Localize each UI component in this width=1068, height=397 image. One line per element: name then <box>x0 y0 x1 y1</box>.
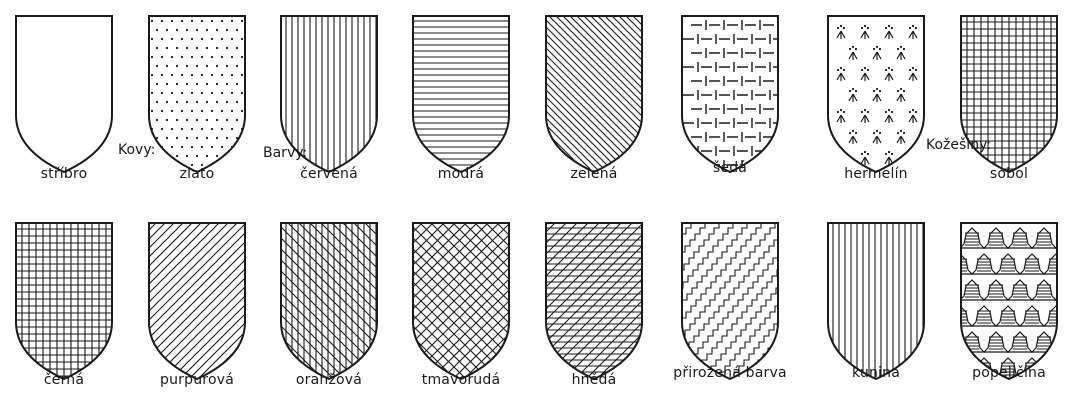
hatching-ermine <box>837 25 917 165</box>
tincture-label: šedá <box>713 160 747 176</box>
tincture-label: stříbro <box>41 166 88 182</box>
tincture-label: zlato <box>180 166 215 182</box>
shield-outline <box>16 16 112 172</box>
hatching-dots <box>151 20 243 166</box>
shield-bricks <box>681 15 779 173</box>
tincture-label: červená <box>300 166 358 182</box>
shield-dots <box>148 15 246 173</box>
shield-outline <box>413 223 509 379</box>
shield-grid <box>15 222 113 380</box>
tincture-label: modrá <box>438 166 484 182</box>
tincture-label: kunina <box>852 365 900 381</box>
shield-plain <box>15 15 113 173</box>
tincture-label: hnědá <box>572 372 617 388</box>
shield-outline <box>828 223 924 379</box>
tincture-label: oranžová <box>296 372 362 388</box>
tincture-label: tmavorudá <box>422 372 500 388</box>
shield-ermine <box>827 15 925 173</box>
shield-vertical <box>827 222 925 380</box>
shield-vair <box>960 222 1058 380</box>
shield-diagonal-up <box>148 222 246 380</box>
shield-outline <box>281 16 377 172</box>
shield-horizontal-diagonal <box>545 222 643 380</box>
shield-crosshatch <box>412 222 510 380</box>
shield-outline <box>828 16 924 172</box>
tincture-label: sobol <box>990 166 1028 182</box>
shield-grid <box>960 15 1058 173</box>
shield-diagonal-down <box>545 15 643 173</box>
tincture-label: zelená <box>570 166 617 182</box>
shield-horizontal <box>412 15 510 173</box>
tincture-label: popeličina <box>972 365 1046 381</box>
tincture-label: černá <box>44 372 84 388</box>
shield-vertical-diagonal <box>280 222 378 380</box>
shield-outline <box>281 223 377 379</box>
tincture-label: purpurová <box>160 372 234 388</box>
tincture-label: přirozená barva <box>673 365 787 381</box>
tincture-label: hermelín <box>844 166 908 182</box>
shield-outline <box>149 16 245 172</box>
shield-zigzag <box>681 222 779 380</box>
shield-vertical <box>280 15 378 173</box>
